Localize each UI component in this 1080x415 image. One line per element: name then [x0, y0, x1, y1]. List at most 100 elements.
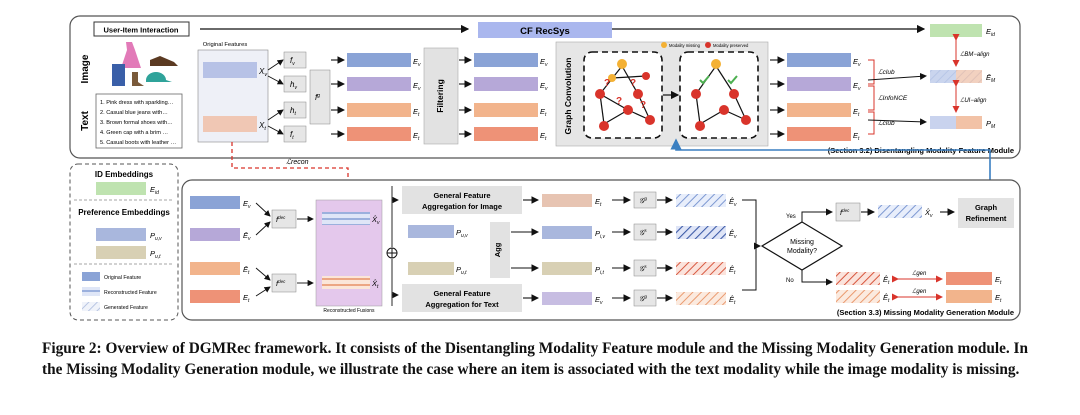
graph-after-checkmarks	[699, 75, 738, 85]
svg-text:Ev: Ev	[243, 199, 251, 210]
legend-reconstructed-text: Reconstructed Feature	[104, 290, 157, 296]
b-emb-evg	[190, 228, 240, 241]
b2-piv	[542, 226, 592, 239]
sym-em-bar: ĒM	[986, 73, 996, 84]
graph-ref-line1: Graph	[975, 203, 998, 212]
loss-gen-1: ℒgen	[912, 270, 927, 277]
svg-text:Êt: Êt	[729, 265, 736, 276]
svg-text:Êv: Êv	[729, 197, 737, 208]
legend-missing-text: Modality missing	[669, 43, 701, 48]
legend-generated-swatch	[82, 302, 100, 311]
recon-image-feature	[322, 212, 370, 225]
svg-text:Ēv: Ēv	[243, 231, 251, 242]
sym-evs-3: Ev	[853, 57, 861, 68]
no-label: No	[786, 278, 794, 284]
bottom-module-label: (Section 3.3) Missing Modality Generatio…	[837, 308, 1014, 317]
encoder-ht	[283, 101, 307, 119]
agg-label: Agg	[493, 242, 502, 257]
gen-txt-line2: Aggregation for Text	[425, 300, 499, 309]
b-emb-ets	[190, 290, 240, 303]
general-aggregation-text	[402, 284, 522, 312]
b-emb-etg	[190, 262, 240, 275]
legend-missing-icon	[661, 42, 667, 48]
gen-etg	[676, 292, 726, 305]
emb-ev-s-3	[787, 53, 851, 67]
b2-et	[542, 292, 592, 305]
gen-txt-line1: General Feature	[433, 289, 490, 298]
sym-evs-1: Ev	[413, 57, 421, 68]
emb-ev-s-2	[474, 53, 538, 67]
loss-recon: ℒrecon	[286, 158, 309, 166]
emb-ev-g-3	[787, 77, 851, 91]
sym-evs-2: Ev	[540, 57, 548, 68]
emb-et-s	[347, 127, 411, 141]
svg-text:Et: Et	[995, 293, 1002, 304]
loss-gen-2: ℒgen	[912, 288, 927, 295]
svg-text:Pu,v: Pu,v	[456, 228, 468, 239]
embedding-column-2	[459, 53, 538, 141]
cap-icon	[146, 72, 172, 82]
interaction-title-box	[93, 21, 190, 37]
sym-eid: Eid	[986, 27, 995, 38]
encoder-ft-specific	[283, 125, 307, 143]
svg-text:𝒢g: 𝒢g	[639, 294, 647, 303]
item-text-5: 5. Casual boots with leather …	[100, 140, 176, 146]
encoder-fv-specific-label: fv	[290, 56, 295, 67]
svg-text:fdec: fdec	[840, 208, 850, 217]
gen-evg	[676, 194, 726, 207]
boots-icon	[132, 72, 144, 86]
arrow	[267, 109, 284, 121]
filtering-label: Filtering	[435, 79, 445, 113]
sym-etg-2: Et	[540, 107, 547, 118]
svg-text:?: ?	[640, 100, 646, 111]
b2-pit	[542, 262, 592, 275]
svg-text:Et: Et	[243, 293, 250, 304]
legend-pref-image	[96, 228, 146, 241]
svg-text:Pu,v: Pu,v	[150, 231, 162, 242]
missing-q1: Missing	[790, 239, 814, 246]
emb-ev-g	[347, 77, 411, 91]
svg-text:fdec: fdec	[276, 215, 286, 224]
svg-text:X̂v: X̂v	[371, 215, 380, 226]
svg-text:Êt: Êt	[883, 293, 890, 304]
encoder-fg	[309, 69, 331, 125]
graph-convolution-label: Graph Convolution	[563, 58, 573, 135]
no-branch-etg	[836, 290, 880, 303]
graph-before-question-marks: ????	[604, 78, 646, 111]
legend-original-swatch	[82, 272, 100, 281]
recon-fusion-label: Reconstructed Fusions	[323, 308, 375, 314]
agg-block	[490, 222, 510, 278]
gen-img-line1: General Feature	[433, 191, 490, 200]
encoder-hv-label: hv	[290, 80, 297, 91]
emb-ev-g-2	[474, 77, 538, 91]
b-emb-evs	[190, 196, 240, 209]
graph-ref-line2: Refinement	[966, 214, 1007, 223]
decoder-fv-yes	[835, 202, 861, 222]
legend-reconstructed-swatch	[82, 287, 100, 296]
gen-img-line2: Aggregation for Image	[422, 202, 502, 211]
row-label-image: Image	[80, 54, 91, 83]
arrow	[267, 125, 284, 135]
svg-text:𝒢g: 𝒢g	[639, 196, 647, 205]
svg-text:?: ?	[630, 78, 636, 89]
sym-ets-1: Et	[413, 131, 420, 142]
emb-et-g	[347, 103, 411, 117]
svg-text:X̂t: X̂t	[371, 279, 379, 290]
svg-text:Et: Et	[595, 197, 602, 208]
legend-pref-text	[96, 246, 146, 259]
framework-diagram: User-Item Interaction CF RecSys Image Te…	[69, 15, 1021, 321]
gen-evs	[676, 226, 726, 239]
svg-text:Et: Et	[995, 275, 1002, 286]
svg-text:Ēt: Ēt	[243, 265, 250, 276]
interaction-title: User-Item Interaction	[103, 26, 178, 35]
sym-evg-3: Ev	[853, 81, 861, 92]
svg-text:?: ?	[604, 78, 610, 89]
filtering-block	[423, 47, 459, 145]
svg-text:Êt: Êt	[729, 295, 736, 306]
embedding-column-1	[331, 53, 411, 141]
arrow	[267, 59, 284, 71]
item-text-4: 4. Green cap with a brim …	[100, 130, 168, 136]
loss-club-top: ℒclub	[878, 69, 895, 76]
general-aggregation-image	[402, 186, 522, 214]
target-ets	[946, 272, 992, 285]
